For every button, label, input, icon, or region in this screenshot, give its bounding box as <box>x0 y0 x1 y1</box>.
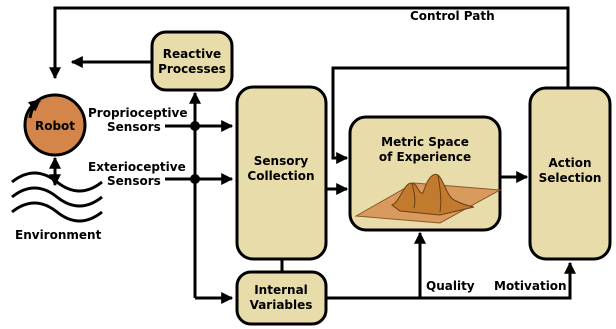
metric-label-line1: Metric Space <box>381 135 469 149</box>
metric-label-line2: of Experience <box>379 150 471 164</box>
robot-label: Robot <box>35 119 75 133</box>
environment-label: Environment <box>15 228 102 242</box>
control-path-connector <box>49 6 570 90</box>
quality-arrow <box>326 231 576 300</box>
proprioceptive-junction <box>190 121 200 131</box>
internal-label-line2: Variables <box>250 298 313 312</box>
quality-label: Quality <box>426 279 475 293</box>
control-path-label: Control Path <box>410 9 495 23</box>
environment-waves-icon <box>11 171 103 223</box>
reactive-label-line1: Reactive <box>163 47 221 61</box>
robot-rotation-icon <box>27 98 42 119</box>
reactive-label-line2: Processes <box>158 62 226 76</box>
action-label-line2: Selection <box>539 171 602 185</box>
motivation-label: Motivation <box>494 279 567 293</box>
internal-label-line1: Internal <box>254 283 308 297</box>
proprioceptive-label-line2: Sensors <box>107 120 161 134</box>
experience-surface-icon <box>354 173 502 224</box>
reactive-processes-box <box>150 30 234 92</box>
sensory-label-line1: Sensory <box>254 154 309 168</box>
exterioceptive-junction <box>190 174 200 184</box>
action-feedback-arrow <box>331 66 570 164</box>
action-label-line1: Action <box>548 156 591 170</box>
proprioceptive-label-line1: Proprioceptive <box>88 106 187 120</box>
exterioceptive-label-line2: Sensors <box>107 174 161 188</box>
sensory-collection-box <box>235 85 328 261</box>
action-selection-box <box>528 86 612 261</box>
sensory-label-line2: Collection <box>247 169 314 183</box>
exterioceptive-label-line1: Exterioceptive <box>88 160 186 174</box>
